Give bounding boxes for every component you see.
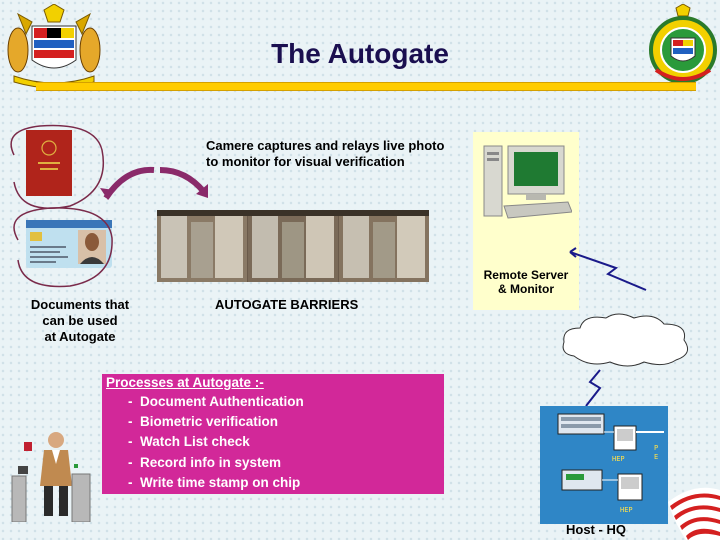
documents-label-line-3: at Autogate [44,329,116,344]
process-item-label: Record info in system [140,455,282,470]
host-node-a-label: HEP [612,455,625,463]
host-hq-label: Host - HQ [566,522,626,537]
processes-title: Processes at Autogate :- [106,375,264,390]
host-network-diagram [557,413,664,501]
documents-label-line-1: Documents that [30,297,130,312]
process-item-label: Document Authentication [140,394,304,409]
camera-caption: Camere captures and relays live photo to… [206,138,476,170]
camera-caption-line-2: to monitor for visual verification [206,154,405,169]
remote-server-label-line-2: & Monitor [498,282,554,296]
network-link-lines [569,247,647,407]
process-item-label: Watch List check [140,434,250,449]
remote-server-label: Remote Server & Monitor [473,268,579,296]
document-loops [10,124,113,288]
camera-caption-line-1: Camere captures and relays live photo [206,138,445,153]
process-item: - Write time stamp on chip [128,475,301,490]
host-node-b-label: HEP [620,506,633,514]
title-underline [36,82,696,91]
autogate-barriers-photo [157,210,429,282]
passport-image [26,130,72,196]
documents-label: Documents that can be used at Autogate [20,297,140,345]
page-title: The Autogate [271,38,449,69]
barriers-label: AUTOGATE BARRIERS [215,297,359,312]
computer-monitor-icon [483,145,572,219]
network-cloud-icon [562,313,689,367]
host-side-label: P E [654,444,659,461]
documents-label-line-2: can be used [42,313,118,328]
process-item: - Document Authentication [128,394,304,409]
process-item-label: Biometric verification [140,414,279,429]
process-item: - Watch List check [128,434,250,449]
immigration-seal-emblem [649,4,717,84]
traveller-at-kiosk-icon [11,432,91,522]
process-item-label: Write time stamp on chip [140,475,301,490]
process-item: - Biometric verification [128,414,279,429]
processes-panel [102,374,444,494]
remote-server-label-line-1: Remote Server [483,268,569,282]
id-card-image [26,220,112,268]
malaysia-flag-icon [668,487,720,540]
process-item: - Record info in system [128,455,282,470]
flow-arrow-icon [100,166,208,200]
